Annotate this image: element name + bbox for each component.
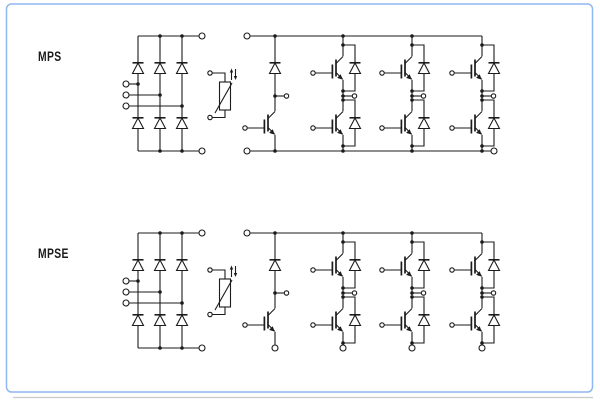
- module-mpse-label: MPSE: [38, 245, 69, 261]
- module-mps: MPS: [38, 33, 500, 155]
- mpse-open-emitter-terminals: [271, 332, 486, 352]
- module-mps-label: MPS: [38, 48, 62, 64]
- module-mpse: MPSE: [38, 230, 500, 352]
- mps-negative-rail: [243, 135, 498, 155]
- page-frame: [5, 3, 594, 393]
